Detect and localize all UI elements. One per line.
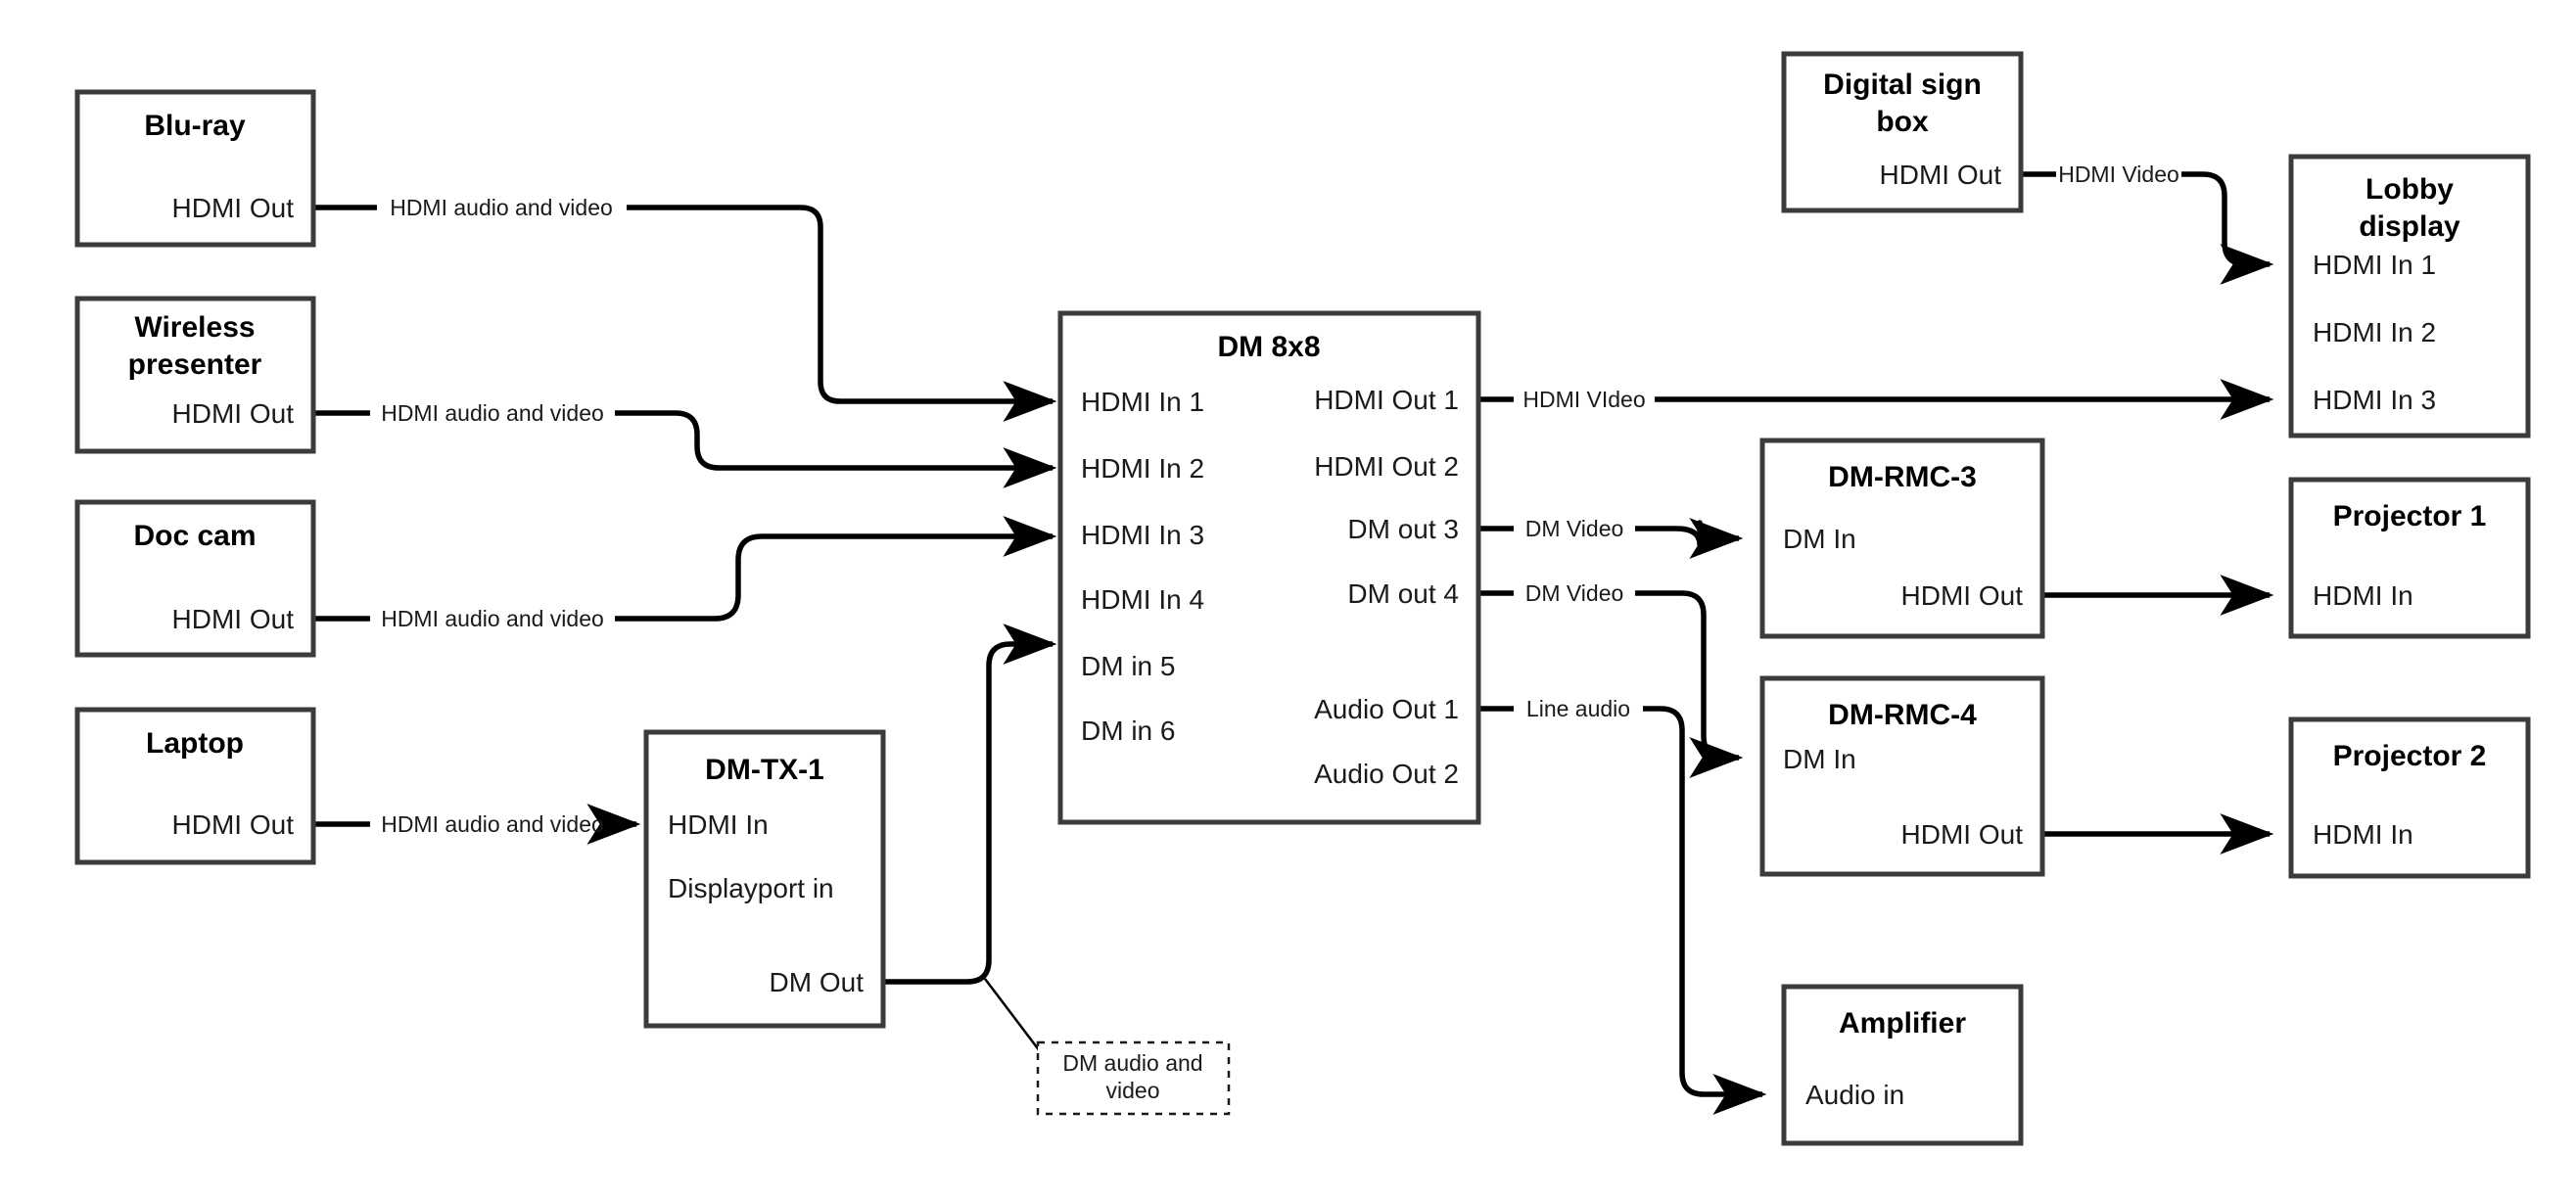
lobby-display-box[interactable] xyxy=(2288,154,2531,439)
laptop-port-hdmi-out: HDMI Out xyxy=(172,809,295,840)
dm-8x8-box[interactable] xyxy=(1057,310,1481,825)
bluray-title: Blu-ray xyxy=(144,110,246,142)
doc-cam-port-hdmi-out: HDMI Out xyxy=(172,604,295,634)
callout-dm-audio-video: DM audio and video xyxy=(1036,1040,1231,1116)
link-label-dm-out4: DM Video xyxy=(1525,580,1624,606)
link-label-wireless: HDMI audio and video xyxy=(381,400,604,426)
callout-box xyxy=(1036,1040,1231,1116)
lobby-display-title-line2: display xyxy=(2359,210,2460,243)
callout-text-line2: video xyxy=(1106,1078,1160,1103)
lobby-display-title-line1: Lobby xyxy=(2365,173,2454,206)
dm-tx-1-box[interactable] xyxy=(643,729,886,1029)
lobby-display-input-3: HDMI In 3 xyxy=(2313,385,2436,415)
link-label-dm-out3: DM Video xyxy=(1525,516,1624,541)
dm-8x8-output-2: HDMI Out 2 xyxy=(1314,451,1459,482)
bluray-port-hdmi-out: HDMI Out xyxy=(172,193,295,223)
wireless-presenter-box[interactable] xyxy=(74,296,316,454)
projector-1-port-hdmi-in: HDMI In xyxy=(2313,580,2413,611)
dm-8x8-output-5: Audio Out 1 xyxy=(1314,694,1459,724)
lobby-display-input-1: HDMI In 1 xyxy=(2313,250,2436,280)
lobby-display-input-2: HDMI In 2 xyxy=(2313,317,2436,347)
node-dm-rmc-3[interactable]: DM-RMC-3 DM In HDMI Out xyxy=(1759,438,2045,639)
wire-wireless-to-dm8x8: HDMI audio and video xyxy=(313,400,1057,488)
projector-2-port-hdmi-in: HDMI In xyxy=(2313,819,2413,850)
node-bluray[interactable]: Blu-ray HDMI Out xyxy=(74,89,316,248)
dm-8x8-title: DM 8x8 xyxy=(1217,331,1320,363)
dm-8x8-output-1: HDMI Out 1 xyxy=(1314,385,1459,415)
dm-rmc-4-port-dm-in: DM In xyxy=(1783,744,1856,774)
laptop-box[interactable] xyxy=(74,707,316,865)
dm-rmc-4-port-hdmi-out: HDMI Out xyxy=(1901,819,2024,850)
digital-sign-box[interactable] xyxy=(1781,51,2024,213)
dm-tx-1-port-dm-out: DM Out xyxy=(770,967,865,997)
dm-8x8-input-6: DM in 6 xyxy=(1081,716,1175,746)
wireless-presenter-port-hdmi-out: HDMI Out xyxy=(172,398,295,429)
dm-tx-1-port-hdmi-in: HDMI In xyxy=(668,809,769,840)
link-label-laptop: HDMI audio and video xyxy=(381,811,604,837)
link-label-doccam: HDMI audio and video xyxy=(381,606,604,631)
link-label-dm-out1: HDMI VIdeo xyxy=(1522,387,1645,412)
dm-rmc-3-port-hdmi-out: HDMI Out xyxy=(1901,580,2024,611)
digital-sign-title-line2: box xyxy=(1876,106,1929,138)
dm-8x8-output-3: DM out 3 xyxy=(1347,514,1459,544)
dm-8x8-output-6: Audio Out 2 xyxy=(1314,759,1459,789)
bluray-box[interactable] xyxy=(74,89,316,248)
projector-1-box[interactable] xyxy=(2288,477,2531,639)
wire-dm8x8-audio1-to-amp: Line audio xyxy=(1480,696,1767,1115)
node-amplifier[interactable]: Amplifier Audio in xyxy=(1781,984,2024,1146)
node-doc-cam[interactable]: Doc cam HDMI Out xyxy=(74,499,316,658)
node-dm-8x8[interactable]: DM 8x8 HDMI In 1 HDMI In 2 HDMI In 3 HDM… xyxy=(1057,310,1481,825)
dm-tx-1-title: DM-TX-1 xyxy=(705,754,824,786)
node-laptop[interactable]: Laptop HDMI Out xyxy=(74,707,316,865)
wire-bluray-to-dm8x8: HDMI audio and video xyxy=(313,195,1057,422)
digital-sign-title-line1: Digital sign xyxy=(1823,69,1982,101)
node-projector-2[interactable]: Projector 2 HDMI In xyxy=(2288,716,2531,879)
dm-rmc-4-title: DM-RMC-4 xyxy=(1828,699,1977,731)
wire-dm8x8-out4-to-rmc4: DM Video xyxy=(1480,580,1744,778)
doc-cam-box[interactable] xyxy=(74,499,316,658)
projector-2-box[interactable] xyxy=(2288,716,2531,879)
wire-dm8x8-out3-to-rmc3: DM Video xyxy=(1480,516,1744,559)
doc-cam-title: Doc cam xyxy=(133,520,256,552)
node-projector-1[interactable]: Projector 1 HDMI In xyxy=(2288,477,2531,639)
wire-doccam-to-dm8x8: HDMI audio and video xyxy=(313,516,1057,631)
dm-8x8-input-2: HDMI In 2 xyxy=(1081,453,1204,484)
dm-rmc-3-title: DM-RMC-3 xyxy=(1828,461,1977,493)
dm-8x8-input-4: HDMI In 4 xyxy=(1081,584,1204,615)
node-wireless-presenter[interactable]: Wireless presenter HDMI Out xyxy=(74,296,316,454)
dm-rmc-3-box[interactable] xyxy=(1759,438,2045,639)
dm-rmc-4-box[interactable] xyxy=(1759,675,2045,877)
link-label-bluray: HDMI audio and video xyxy=(390,195,613,220)
dm-8x8-input-5: DM in 5 xyxy=(1081,651,1175,681)
laptop-title: Laptop xyxy=(146,727,244,760)
projector-1-title: Projector 1 xyxy=(2333,500,2487,532)
link-label-audio-out1: Line audio xyxy=(1526,696,1630,721)
amplifier-port-audio-in: Audio in xyxy=(1805,1080,1904,1110)
wire-sign-to-lobby: HDMI Video xyxy=(2021,162,2274,285)
node-dm-rmc-4[interactable]: DM-RMC-4 DM In HDMI Out xyxy=(1759,675,2045,877)
dm-8x8-input-3: HDMI In 3 xyxy=(1081,520,1204,550)
amplifier-box[interactable] xyxy=(1781,984,2024,1146)
link-label-sign: HDMI Video xyxy=(2058,162,2179,187)
dm-tx-1-port-displayport-in: Displayport in xyxy=(668,873,834,903)
amplifier-title: Amplifier xyxy=(1839,1007,1966,1039)
digital-sign-port-hdmi-out: HDMI Out xyxy=(1880,160,2002,190)
wireless-presenter-title-line1: Wireless xyxy=(134,311,255,344)
wire-dmtx1-to-dm8x8 xyxy=(883,624,1057,1052)
wire-dm8x8-out1-to-lobby: HDMI VIdeo xyxy=(1480,379,2274,420)
wireless-presenter-title-line2: presenter xyxy=(128,348,262,381)
dm-rmc-3-port-dm-in: DM In xyxy=(1783,524,1856,554)
callout-text-line1: DM audio and xyxy=(1062,1050,1202,1076)
node-lobby-display[interactable]: Lobby display HDMI In 1 HDMI In 2 HDMI I… xyxy=(2288,154,2531,439)
dm-8x8-output-4: DM out 4 xyxy=(1347,578,1459,609)
wire-laptop-to-dmtx1: HDMI audio and video xyxy=(313,804,641,845)
node-dm-tx-1[interactable]: DM-TX-1 HDMI In Displayport in DM Out xyxy=(643,729,886,1029)
dm-8x8-input-1: HDMI In 1 xyxy=(1081,387,1204,417)
projector-2-title: Projector 2 xyxy=(2333,740,2487,772)
node-digital-sign-box[interactable]: Digital sign box HDMI Out xyxy=(1781,51,2024,213)
